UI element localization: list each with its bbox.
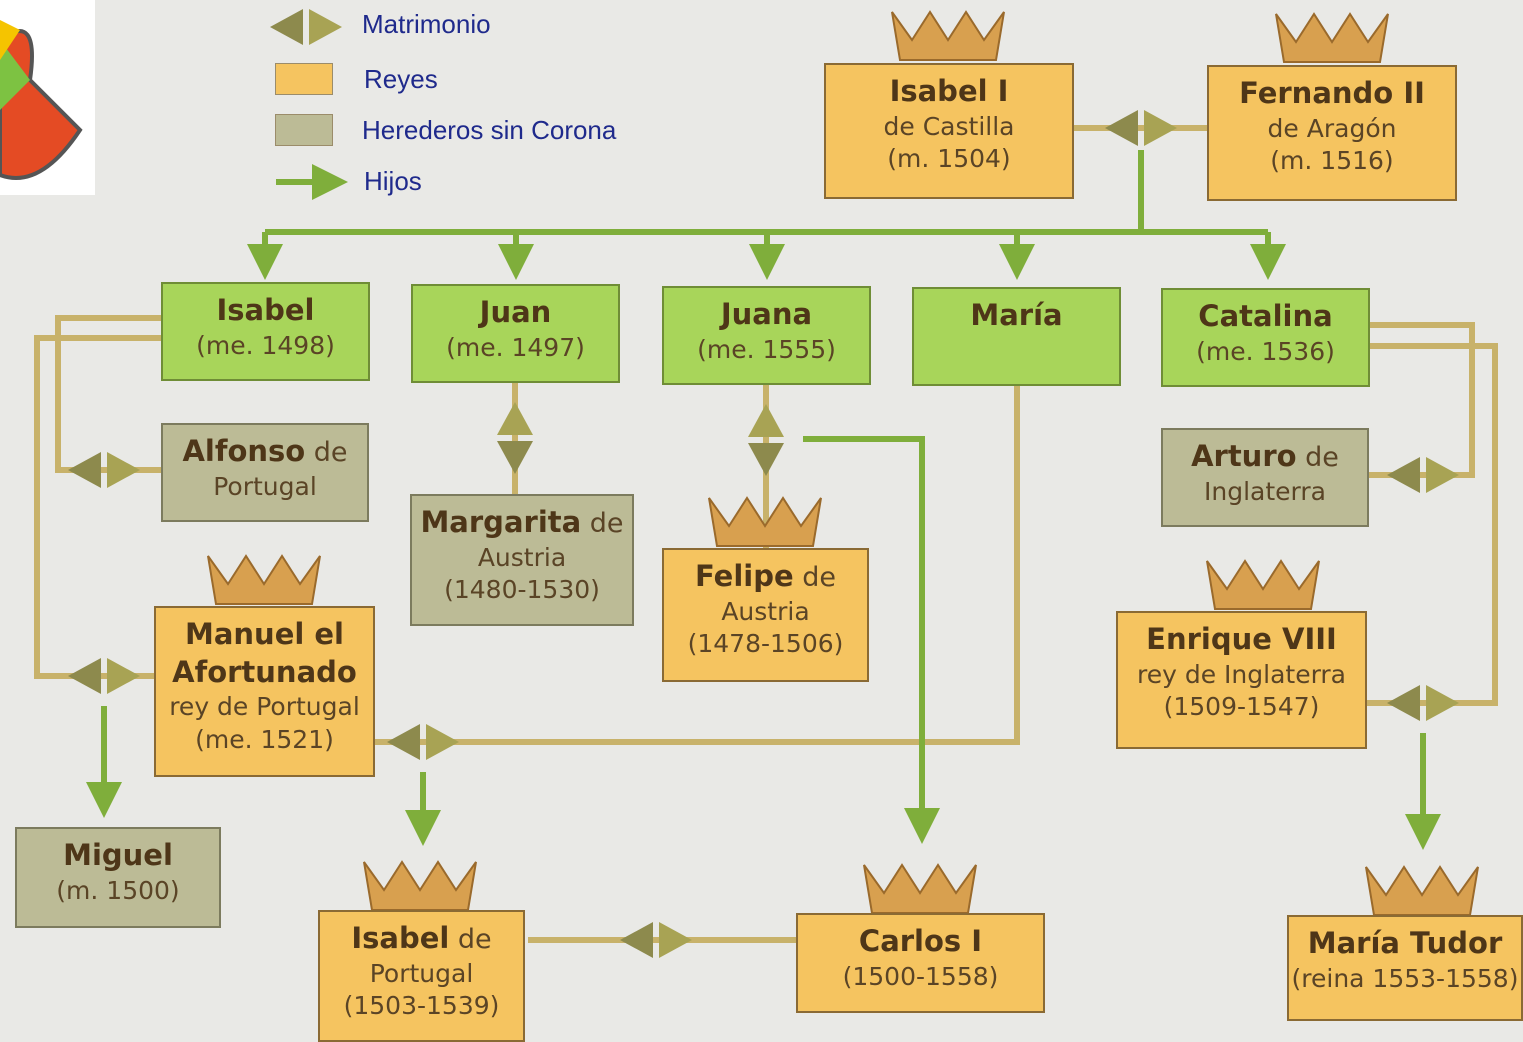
person-dates: (1503-1539) [343, 991, 500, 1021]
person-name-suffix: de [1296, 442, 1339, 473]
person-name: Enrique VIII [1146, 622, 1337, 656]
crown-icon [708, 496, 822, 547]
person-name: Margarita [420, 505, 582, 539]
person-carlos-i: Carlos I (1500-1558) [796, 913, 1045, 1013]
person-name: Catalina [1198, 299, 1333, 333]
marriage-icon [387, 724, 459, 760]
person-manuel: Manuel el Afortunado rey de Portugal (me… [154, 606, 375, 777]
person-catalina: Catalina (me. 1536) [1161, 288, 1370, 387]
person-name: Carlos I [858, 924, 983, 958]
marriage-icon [270, 9, 342, 45]
person-dates: (me. 1498) [196, 330, 335, 360]
person-name: Juan [479, 295, 552, 329]
marriage-lines [34, 125, 1498, 943]
legend-swatch-reyes [275, 63, 333, 95]
person-isabel: Isabel (me. 1498) [161, 282, 370, 381]
marriage-icon [497, 402, 533, 474]
person-detail: Portugal [369, 958, 474, 988]
person-name: Isabel [216, 293, 315, 327]
person-arturo: Arturo de Inglaterra [1161, 428, 1369, 527]
marriage-symbols [68, 110, 1459, 958]
person-dates: (me. 1497) [446, 332, 585, 362]
person-name: Manuel el [184, 617, 345, 651]
person-name: Arturo [1191, 439, 1297, 473]
person-dates: (m. 1500) [56, 875, 180, 905]
person-dates: (me. 1536) [1196, 336, 1335, 366]
person-name-suffix: de [581, 508, 624, 539]
crown-icon [1365, 865, 1479, 916]
legend-icons [270, 9, 348, 200]
crown-icon [863, 863, 977, 914]
person-name: Juana [720, 297, 813, 331]
person-fernando-ii: Fernando II de Aragón (m. 1516) [1207, 65, 1457, 201]
person-dates: (m. 1504) [887, 144, 1011, 174]
person-name: María Tudor [1307, 926, 1503, 960]
person-name: Fernando II [1239, 76, 1425, 110]
person-isabel-i: Isabel I de Castilla (m. 1504) [824, 63, 1074, 199]
person-name-suffix: de [449, 924, 492, 955]
person-enrique-viii: Enrique VIII rey de Inglaterra (1509-154… [1116, 611, 1367, 749]
legend-swatch-herederos [275, 114, 333, 146]
pie-logo-icon [0, 0, 95, 195]
person-dates: (m. 1516) [1270, 146, 1394, 176]
person-dates: (1480-1530) [444, 575, 600, 605]
person-juana: Juana (me. 1555) [662, 286, 871, 385]
marriage-icon [68, 452, 140, 488]
person-name-suffix: de [305, 437, 348, 468]
marriage-icon [1387, 457, 1459, 493]
person-dates: (1509-1547) [1163, 692, 1320, 722]
person-isabel-de-portugal: Isabel de Portugal (1503-1539) [318, 910, 525, 1042]
person-dates: (1478-1506) [687, 629, 844, 659]
crown-icon [891, 10, 1005, 61]
descent-arrows [86, 150, 1441, 850]
legend-herederos: Herederos sin Corona [362, 115, 617, 145]
person-name: Alfonso [182, 434, 306, 468]
person-detail: Portugal [213, 471, 317, 501]
person-name: Isabel I [889, 74, 1009, 108]
marriage-icon [1105, 110, 1177, 146]
crown-icon [363, 860, 477, 911]
person-detail: Inglaterra [1204, 476, 1326, 506]
person-dates: (reina 1553-1558) [1291, 963, 1519, 993]
person-dates: (1500-1558) [842, 961, 999, 991]
legend-hijos: Hijos [364, 166, 422, 196]
person-dates: (me. 1521) [195, 724, 334, 754]
person-dates: (me. 1555) [697, 334, 836, 364]
person-juan: Juan (me. 1497) [411, 284, 620, 383]
person-name: Isabel [351, 921, 450, 955]
marriage-icon [1387, 685, 1459, 721]
person-name: Miguel [63, 838, 173, 872]
person-name: Felipe [695, 559, 794, 593]
person-name: María [970, 298, 1063, 332]
marriage-icon [68, 658, 140, 694]
person-name-line2: Afortunado [172, 654, 357, 689]
person-miguel: Miguel (m. 1500) [15, 827, 221, 928]
person-detail: de Castilla [883, 111, 1015, 141]
person-alfonso: Alfonso de Portugal [161, 423, 369, 522]
crown-icon [207, 554, 321, 605]
legend-matrimonio: Matrimonio [362, 9, 491, 39]
person-felipe: Felipe de Austria (1478-1506) [662, 548, 869, 682]
person-detail: rey de Portugal [169, 692, 360, 722]
person-detail: Austria [477, 542, 567, 572]
person-detail: de Aragón [1267, 113, 1397, 143]
person-maria-tudor: María Tudor (reina 1553-1558) [1287, 915, 1523, 1021]
crown-icon [1206, 559, 1320, 610]
marriage-icon [748, 404, 784, 476]
person-detail: Austria [721, 596, 810, 626]
person-detail: rey de Inglaterra [1136, 659, 1347, 689]
person-margarita: Margarita de Austria (1480-1530) [410, 494, 634, 626]
crown-icon [1275, 12, 1389, 63]
crowns [207, 10, 1479, 916]
person-name-suffix: de [793, 562, 836, 593]
person-maria: María [912, 287, 1121, 386]
legend-reyes: Reyes [364, 64, 438, 94]
marriage-icon [620, 922, 692, 958]
